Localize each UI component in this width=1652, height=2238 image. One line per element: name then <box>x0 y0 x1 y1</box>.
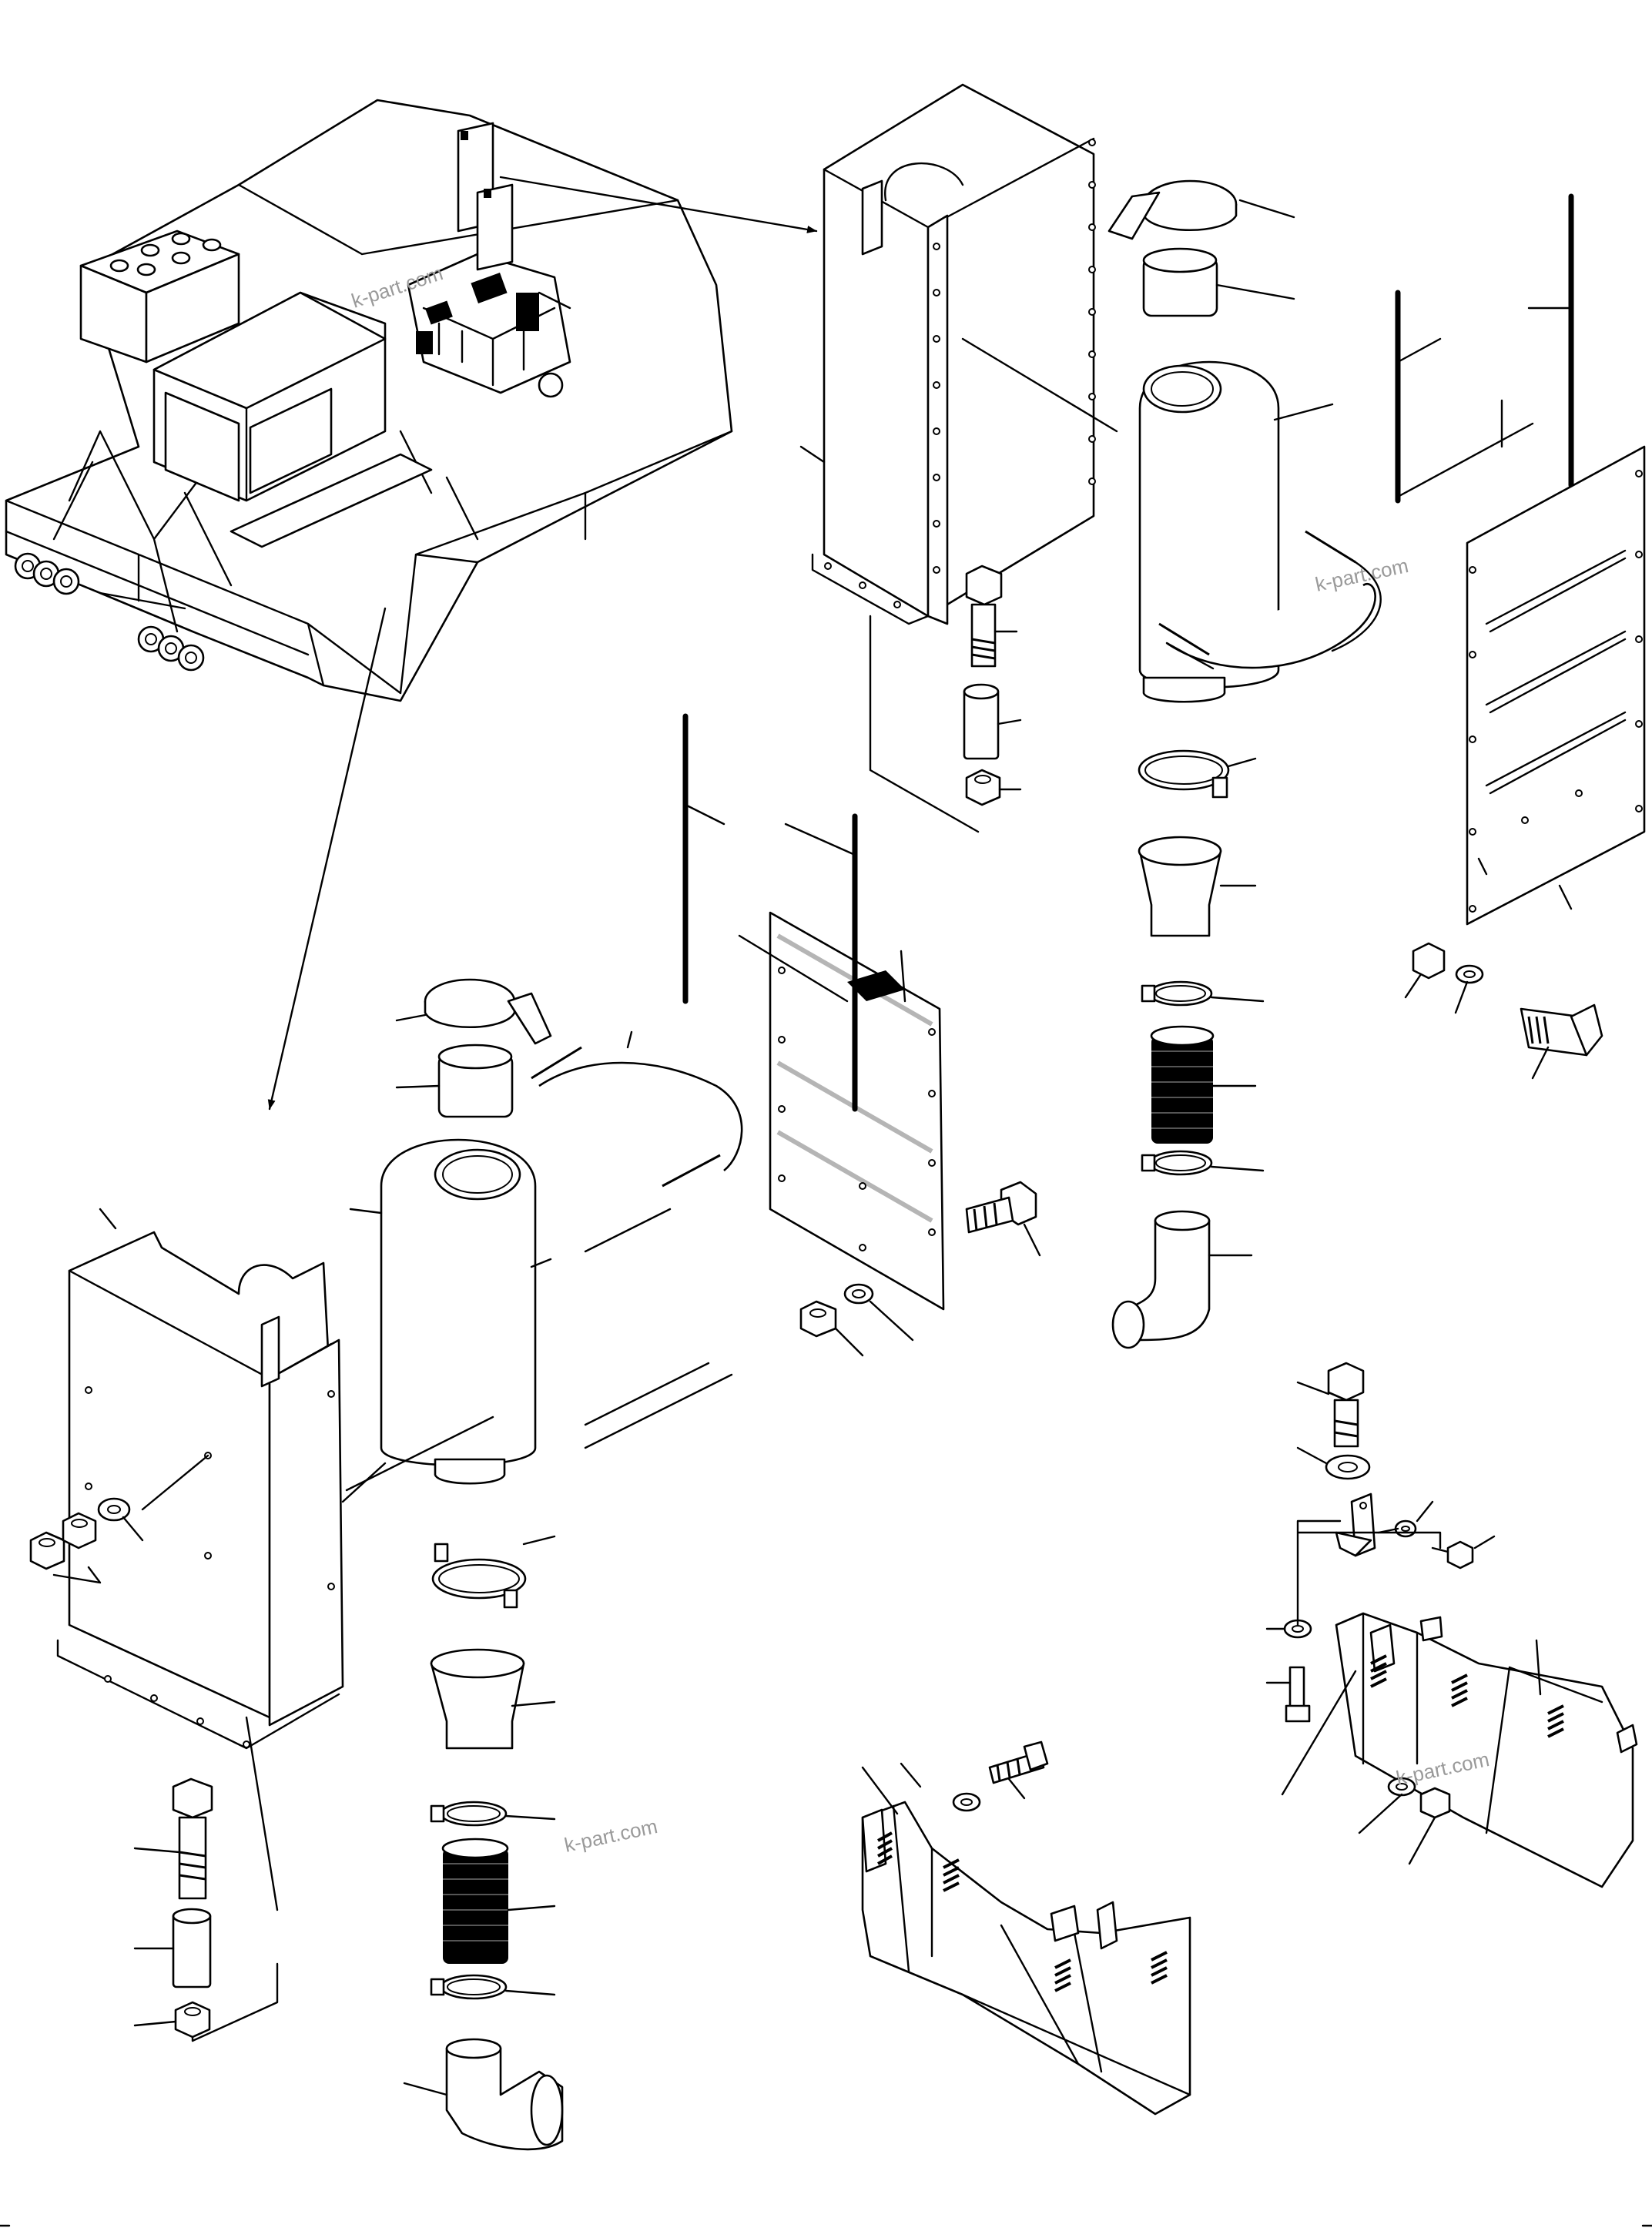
lower-spacer <box>133 1908 212 1988</box>
middle-plate-assembly <box>682 713 1041 1357</box>
upper-reducer-tube <box>1138 836 1257 937</box>
lower-elbow-pipe <box>403 2038 564 2151</box>
upper-muffler-housing <box>811 83 1095 625</box>
watermark-bottom-center: k-part.com <box>562 1814 659 1857</box>
bottom-guard-panel <box>861 1766 1191 2116</box>
upper-plate-fasteners <box>1404 857 1603 1080</box>
right-guard-washer <box>1296 1446 1371 1480</box>
upper-flex-hose <box>1150 1025 1257 1144</box>
lower-bolt <box>133 1777 213 1900</box>
upper-u-bolt <box>1158 530 1382 670</box>
bottom-guard-bolt <box>988 1740 1049 1800</box>
lower-hose-clamp-2 <box>430 1974 556 2000</box>
middle-plate-holes <box>778 967 936 1251</box>
lower-u-bolt <box>531 1030 743 1188</box>
upper-spacer <box>963 683 1022 760</box>
operator-cab <box>152 291 433 548</box>
lower-nut <box>133 2001 211 2039</box>
upper-cover-plate <box>1466 445 1646 926</box>
lower-flex-hose <box>441 1838 556 1964</box>
lower-adapter-tube <box>395 1044 514 1118</box>
upper-bolt <box>965 565 1018 668</box>
lower-assembly: k-part.com <box>29 978 743 2151</box>
lower-muffler-housing <box>56 1208 387 1750</box>
arrow-to-lower-assembly <box>267 607 387 1111</box>
middle-washer <box>843 1283 914 1342</box>
lower-housing-nuts <box>29 1454 209 1584</box>
lower-muffler <box>345 1138 733 1492</box>
upper-nut <box>965 769 1022 806</box>
upper-hose-clamp-2 <box>1141 1150 1265 1176</box>
middle-bolt <box>965 1181 1041 1257</box>
machine-side-struts <box>52 430 479 633</box>
lower-rain-cap <box>395 978 552 1045</box>
right-guard-lower-fasteners <box>1358 1777 1451 1865</box>
lifting-lugs-front <box>14 552 205 672</box>
engine-assembly <box>407 122 571 398</box>
arrow-to-upper-assembly <box>499 176 818 233</box>
upper-elbow-pipe <box>1111 1210 1253 1349</box>
lower-hose-clamp-1 <box>430 1801 556 1827</box>
right-guard-small-hardware <box>1265 1500 1496 1723</box>
upper-rain-cap <box>1107 179 1295 240</box>
bottom-guard-assembly <box>861 1740 1191 2116</box>
lower-reducer-tube <box>430 1648 556 1750</box>
bottom-guard-washer <box>900 1762 981 1812</box>
middle-nut <box>799 1300 864 1357</box>
right-guard-bracket <box>1335 1493 1376 1557</box>
upper-adapter-tube <box>1142 247 1295 317</box>
upper-assembly: k-part.com <box>799 83 1646 1349</box>
right-guard-panel <box>1281 1612 1638 1888</box>
right-guard-bolt <box>1296 1362 1365 1448</box>
upper-mounting-rods <box>1395 193 1574 504</box>
machine-overview: k-part.com <box>5 99 818 1111</box>
upper-housing-leaders <box>799 337 1118 833</box>
upper-housing-bolt-holes <box>824 139 1096 608</box>
control-panel-box <box>79 229 240 364</box>
upper-hose-clamp-1 <box>1141 980 1265 1007</box>
machine-deck-lines <box>5 183 733 695</box>
upper-clamp-band <box>1138 749 1257 799</box>
upper-muffler <box>1138 360 1334 703</box>
right-guard-assembly: k-part.com <box>1265 1362 1638 1888</box>
lower-clamp-band <box>431 1535 556 1609</box>
